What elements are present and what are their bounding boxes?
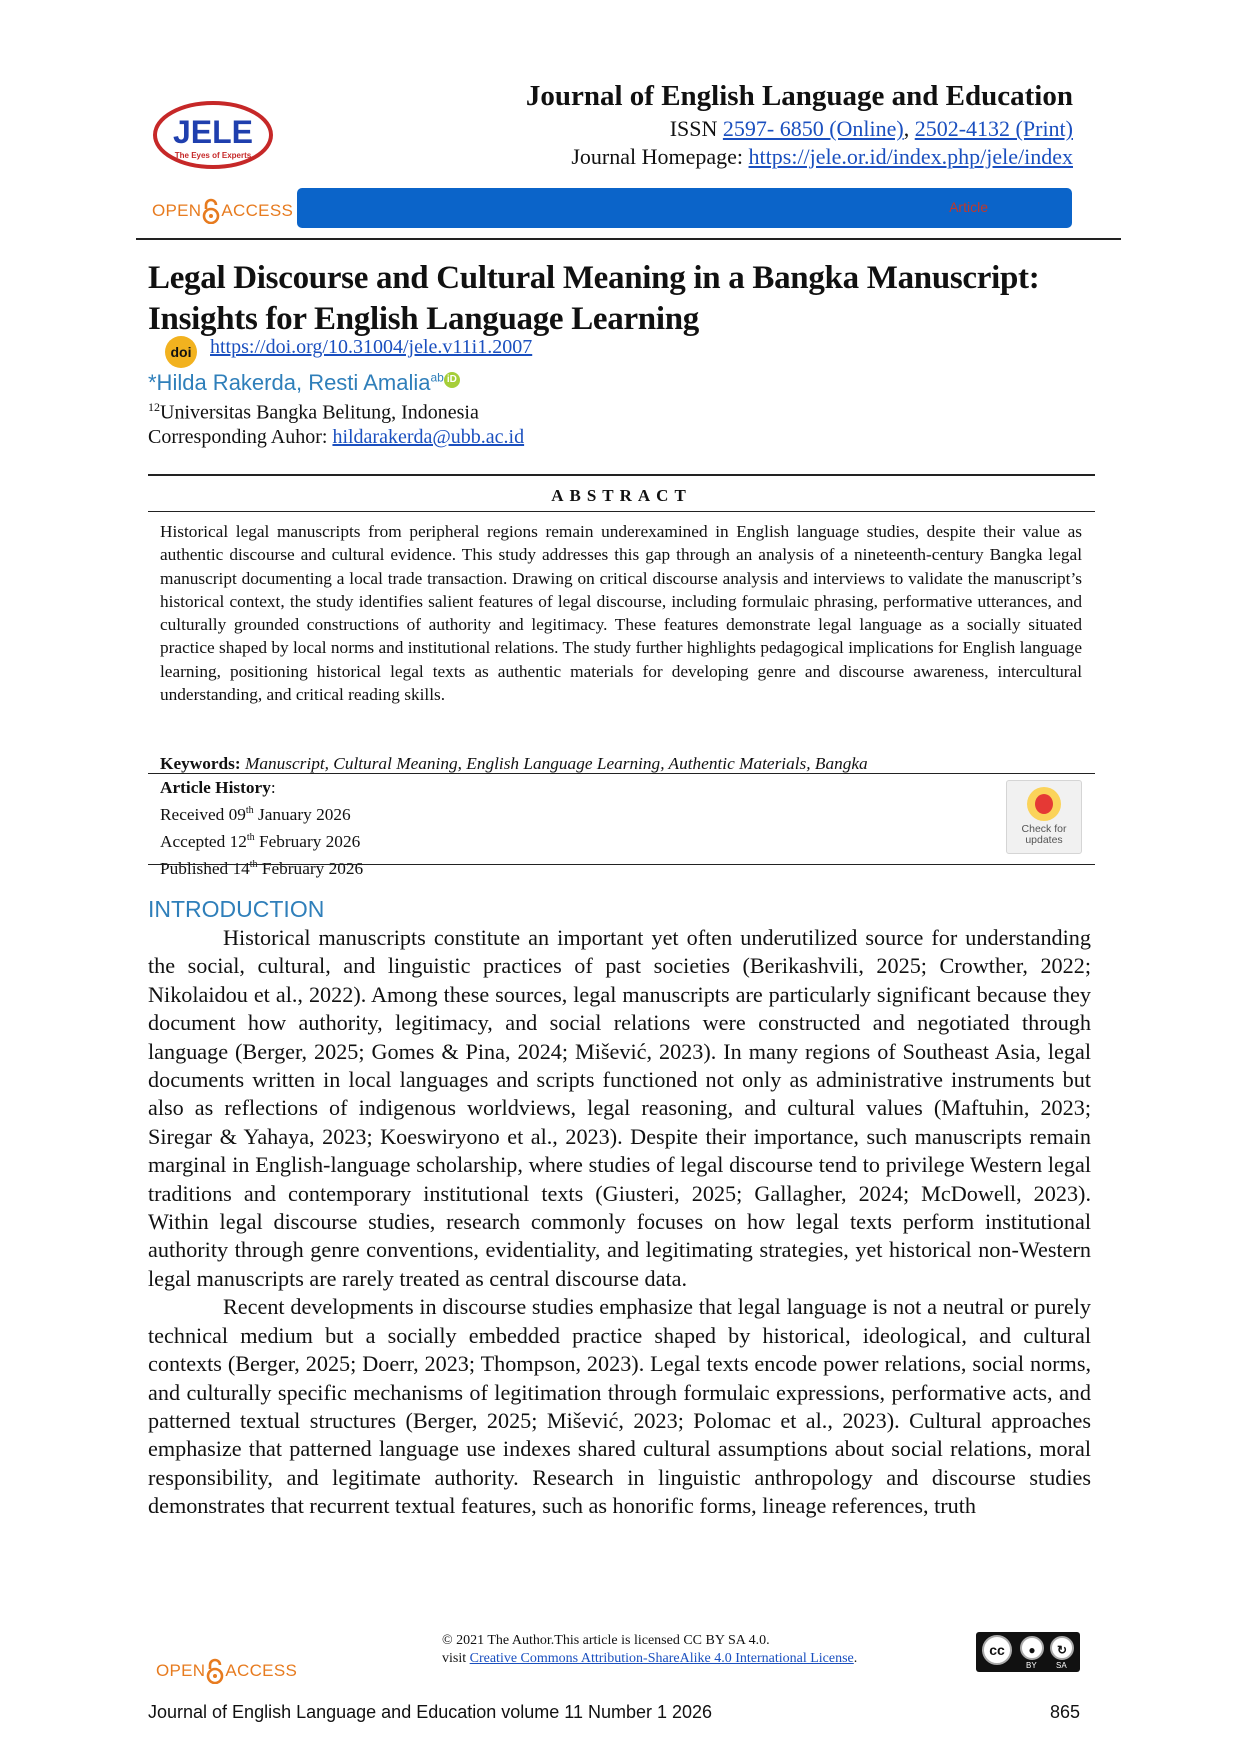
license-link[interactable]: Creative Commons Attribution-ShareAlike …: [469, 1651, 854, 1666]
affiliation-marks: 12: [148, 400, 160, 414]
history-colon: :: [270, 778, 276, 797]
page-number: 865: [1050, 1702, 1081, 1722]
introduction-body: Historical manuscripts constitute an imp…: [148, 924, 1091, 1521]
corresponding-email-link[interactable]: hildarakerda@ubb.ac.id: [332, 426, 525, 448]
abstract-heading: ABSTRACT: [551, 486, 692, 505]
journal-homepage: Journal Homepage: https://jele.or.id/ind…: [571, 144, 1073, 170]
abstract-heading-rule: [148, 511, 1095, 512]
by-label: BY: [1026, 1661, 1037, 1670]
license-line1: © 2021 The Author.This article is licens…: [442, 1633, 770, 1648]
open-access-right: ACCESS: [221, 201, 294, 220]
issn-separator: ,: [903, 116, 915, 141]
issn-online-link[interactable]: 2597- 6850 (Online): [722, 116, 904, 141]
abstract-top-rule: [148, 474, 1095, 476]
published-date: Published 14th February 2026: [160, 858, 364, 878]
footer-open-access-left: OPEN: [156, 1661, 206, 1680]
keywords: Keywords: Manuscript, Cultural Meaning, …: [160, 754, 868, 774]
journal-title: Journal of English Language and Educatio…: [525, 80, 1073, 112]
sa-icon: ↻: [1050, 1636, 1074, 1660]
corresponding-author: Corresponding Auhor: hildarakerda@ubb.ac…: [148, 426, 524, 449]
by-icon: ●: [1020, 1636, 1044, 1660]
check-updates-line1: Check for: [1021, 823, 1067, 835]
header-rule: [136, 238, 1121, 240]
keywords-label: Keywords:: [160, 754, 241, 773]
bookmark-icon: [1027, 787, 1061, 821]
history-label: Article History: [160, 778, 271, 797]
issn-line: ISSN 2597- 6850 (Online), 2502-4132 (Pri…: [670, 116, 1073, 142]
cc-by-sa-badge[interactable]: cc ● ↻ BY SA: [976, 1632, 1080, 1672]
jele-logo: JELE The Eyes of Experts: [152, 100, 274, 170]
open-lock-icon: [203, 198, 220, 224]
accepted-date: Accepted 12th February 2026: [160, 831, 361, 851]
footer-open-access-badge: OPEN ACCESS: [156, 1658, 297, 1684]
issn-print-link[interactable]: 2502-4132 (Print): [914, 116, 1073, 141]
corresponding-label: Corresponding Auhor:: [148, 426, 333, 448]
keywords-list: Manuscript, Cultural Meaning, English La…: [244, 754, 868, 773]
introduction-paragraph: Recent developments in discourse studies…: [148, 1294, 1091, 1519]
jele-logo-graphic: JELE The Eyes of Experts: [153, 101, 273, 169]
keywords-rule: [148, 773, 1095, 774]
article-history: Article History: Received 09th January 2…: [160, 776, 363, 879]
author-affiliation-marks: ab: [430, 370, 444, 385]
issn-prefix: ISSN: [669, 116, 723, 141]
logo-tagline: The Eyes of Experts: [175, 151, 252, 160]
check-for-updates-button[interactable]: Check for updates: [1006, 780, 1082, 854]
sa-label: SA: [1056, 1661, 1067, 1670]
license-line2: visit Creative Commons Attribution-Share…: [442, 1651, 858, 1666]
footer-open-access-right: ACCESS: [225, 1661, 298, 1680]
homepage-link[interactable]: https://jele.or.id/index.php/jele/index: [748, 144, 1073, 169]
cc-icon: cc: [982, 1635, 1012, 1665]
article-banner: Article: [297, 188, 1072, 228]
open-access-left: OPEN: [152, 201, 202, 220]
affiliation: 12Universitas Bangka Belitung, Indonesia: [148, 400, 479, 425]
open-access-badge: OPEN ACCESS: [152, 198, 293, 224]
logo-text: JELE: [173, 114, 253, 150]
introduction-paragraph: Historical manuscripts constitute an imp…: [148, 925, 1091, 1291]
introduction-heading: INTRODUCTION: [148, 896, 325, 922]
history-rule: [148, 864, 1095, 865]
doi-icon: doi: [165, 336, 197, 368]
article-type-label: Article: [949, 199, 988, 215]
check-updates-line2: updates: [1025, 834, 1063, 846]
author-names: *Hilda Rakerda, Resti Amalia: [148, 370, 431, 395]
homepage-label: Journal Homepage:: [571, 144, 749, 169]
footer-journal-info: Journal of English Language and Educatio…: [148, 1702, 713, 1722]
orcid-icon[interactable]: iD: [443, 372, 460, 388]
affiliation-text: Universitas Bangka Belitung, Indonesia: [160, 401, 479, 424]
abstract-text: Historical legal manuscripts from periph…: [160, 522, 1082, 705]
doi-link[interactable]: https://doi.org/10.31004/jele.v11i1.2007: [210, 336, 533, 358]
license-notice: © 2021 The Author.This article is licens…: [442, 1632, 857, 1668]
received-date: Received 09th January 2026: [160, 804, 351, 824]
footer-open-lock-icon: [207, 1658, 224, 1684]
article-title: Legal Discourse and Cultural Meaning in …: [148, 260, 1040, 337]
